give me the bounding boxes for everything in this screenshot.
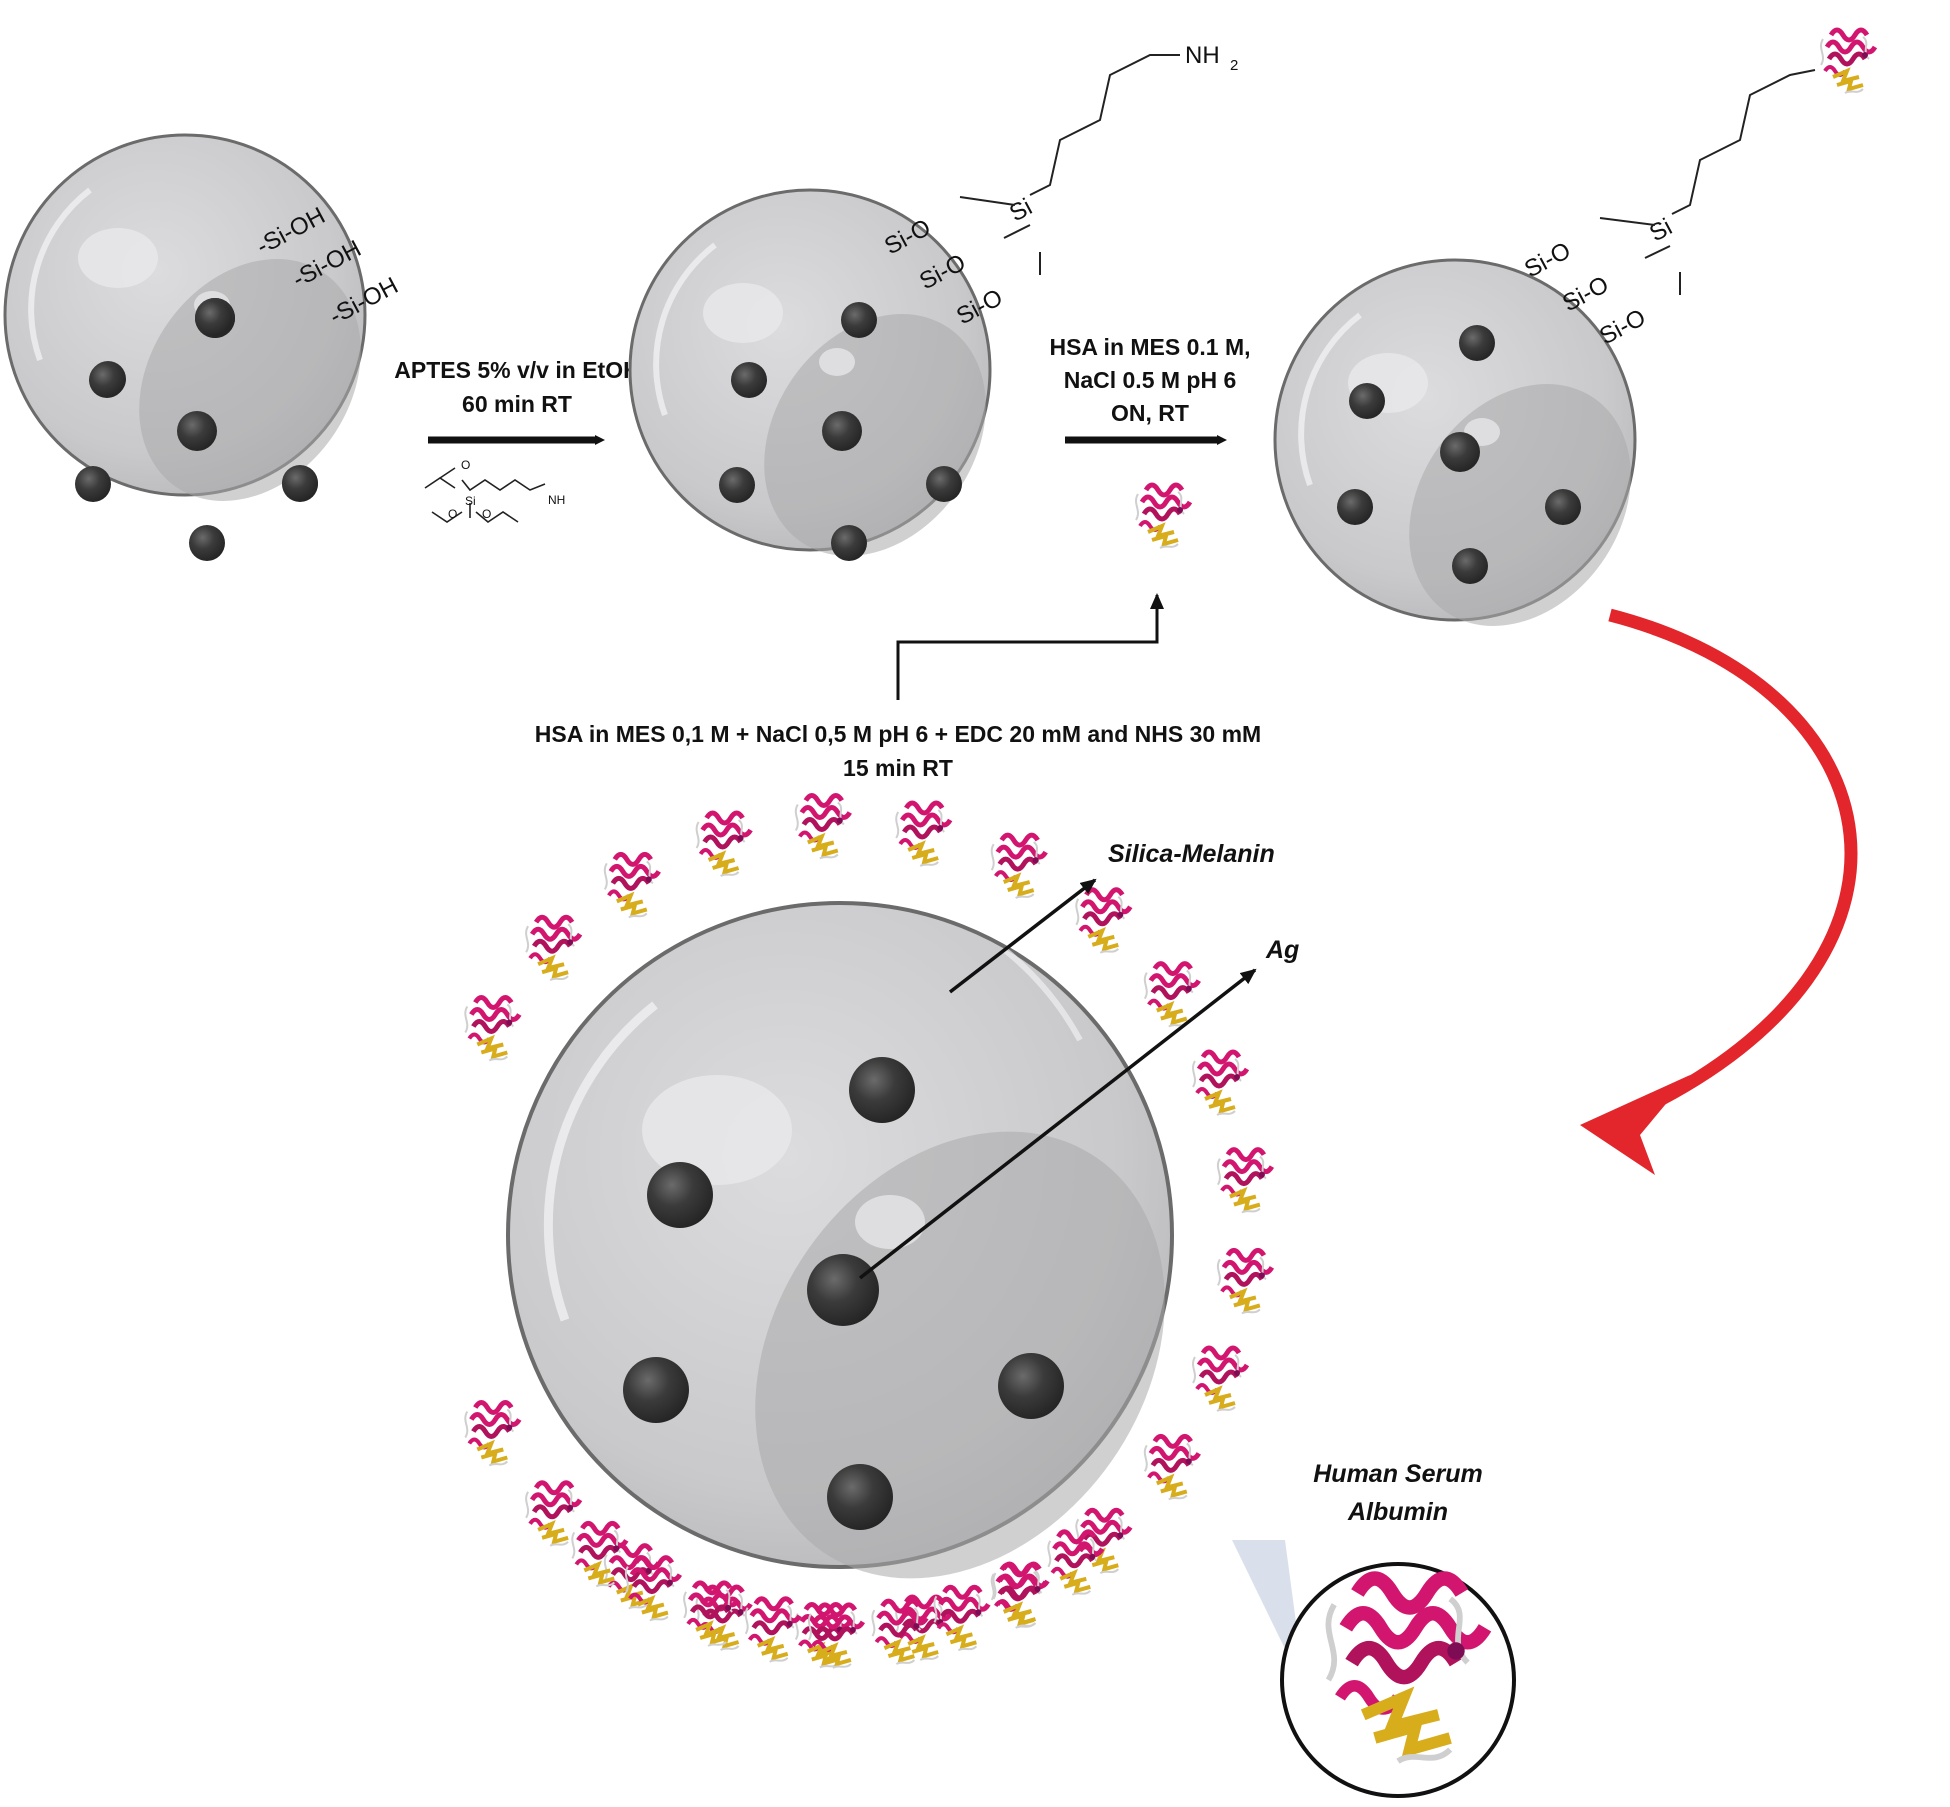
step2-condition-3: ON, RT bbox=[1111, 400, 1189, 426]
step3-linkers: Si-O Si-O Si-O Si bbox=[1520, 30, 1875, 350]
hsa-molecule bbox=[992, 835, 1046, 898]
silica-melanin-pointer: Silica-Melanin bbox=[948, 840, 1275, 994]
hsa-molecule bbox=[1145, 1436, 1199, 1499]
activated-hsa-icon bbox=[1136, 485, 1190, 548]
hsa-zoom: Human Serum Albumin bbox=[1232, 1460, 1516, 1798]
aptes-amine: NH bbox=[548, 493, 565, 507]
hsa-molecule bbox=[572, 1523, 626, 1586]
hsa-molecule bbox=[796, 796, 850, 859]
aptes-si: Si bbox=[465, 494, 476, 508]
label-ag: Ag bbox=[1265, 936, 1299, 964]
hsa-molecule bbox=[605, 854, 659, 917]
hsa-molecule bbox=[1076, 890, 1130, 953]
aptes-o3: O bbox=[482, 507, 491, 521]
step1-dots-visible bbox=[196, 300, 232, 336]
step1-condition-2: 60 min RT bbox=[462, 391, 572, 417]
step2-linkers: Si-O Si-O Si-O Si NH 2 bbox=[880, 42, 1238, 330]
step2-arrow: HSA in MES 0.1 M, NaCl 0.5 M pH 6 ON, RT bbox=[1049, 334, 1251, 548]
step2-particle bbox=[628, 188, 992, 561]
silicon-atom: Si bbox=[1005, 193, 1037, 227]
final-particle bbox=[506, 901, 1174, 1579]
aptes-o2: O bbox=[448, 507, 457, 521]
step1-arrow: APTES 5% v/v in EtOH 60 min RT bbox=[394, 357, 640, 445]
step2-condition-2: NaCl 0.5 M pH 6 bbox=[1064, 367, 1237, 393]
silicon-atom-b: Si bbox=[1645, 213, 1677, 247]
hsa-molecule bbox=[994, 1564, 1048, 1627]
aptes-structure: O Si O O NH bbox=[424, 458, 565, 523]
hsa-molecule bbox=[465, 998, 519, 1061]
hsa-molecule bbox=[1193, 1348, 1247, 1411]
step2-condition-1: HSA in MES 0.1 M, bbox=[1049, 334, 1250, 360]
ag-pointer: Ag bbox=[858, 936, 1299, 1280]
label-silica-melanin: Silica-Melanin bbox=[1108, 840, 1275, 868]
siloxane-3b: Si-O bbox=[1595, 304, 1650, 350]
hsa-molecule bbox=[746, 1599, 800, 1662]
label-hsa-1: Human Serum bbox=[1313, 1460, 1482, 1488]
hsa-molecule bbox=[896, 803, 950, 866]
hsa-molecule bbox=[872, 1601, 926, 1664]
activation-path: HSA in MES 0,1 M + NaCl 0,5 M pH 6 + EDC… bbox=[535, 593, 1261, 781]
hsa-molecule bbox=[1193, 1052, 1247, 1115]
hsa-molecule bbox=[526, 917, 580, 980]
terminal-amine-subscript: 2 bbox=[1230, 57, 1238, 74]
step1-particle bbox=[3, 133, 367, 501]
hsa-molecule bbox=[1218, 1250, 1272, 1313]
label-hsa-2: Albumin bbox=[1347, 1498, 1448, 1526]
siloxane-2b: Si-O bbox=[1558, 271, 1613, 317]
hsa-molecule bbox=[465, 1403, 519, 1466]
hsa-molecule bbox=[697, 813, 751, 876]
bound-hsa-icon bbox=[1821, 30, 1875, 93]
activation-condition-2: 15 min RT bbox=[843, 755, 953, 781]
activation-condition-1: HSA in MES 0,1 M + NaCl 0,5 M pH 6 + EDC… bbox=[535, 721, 1261, 747]
terminal-amine: NH bbox=[1185, 42, 1220, 69]
siloxane-1b: Si-O bbox=[1520, 237, 1575, 283]
red-transition-arrow bbox=[1580, 608, 1858, 1175]
aptes-o1: O bbox=[461, 458, 470, 472]
hsa-molecule bbox=[1145, 964, 1199, 1027]
step1-condition-1: APTES 5% v/v in EtOH bbox=[394, 357, 639, 383]
step3-particle bbox=[1273, 258, 1637, 626]
hsa-molecule bbox=[1218, 1150, 1272, 1213]
ag-center-dot bbox=[807, 1254, 879, 1326]
